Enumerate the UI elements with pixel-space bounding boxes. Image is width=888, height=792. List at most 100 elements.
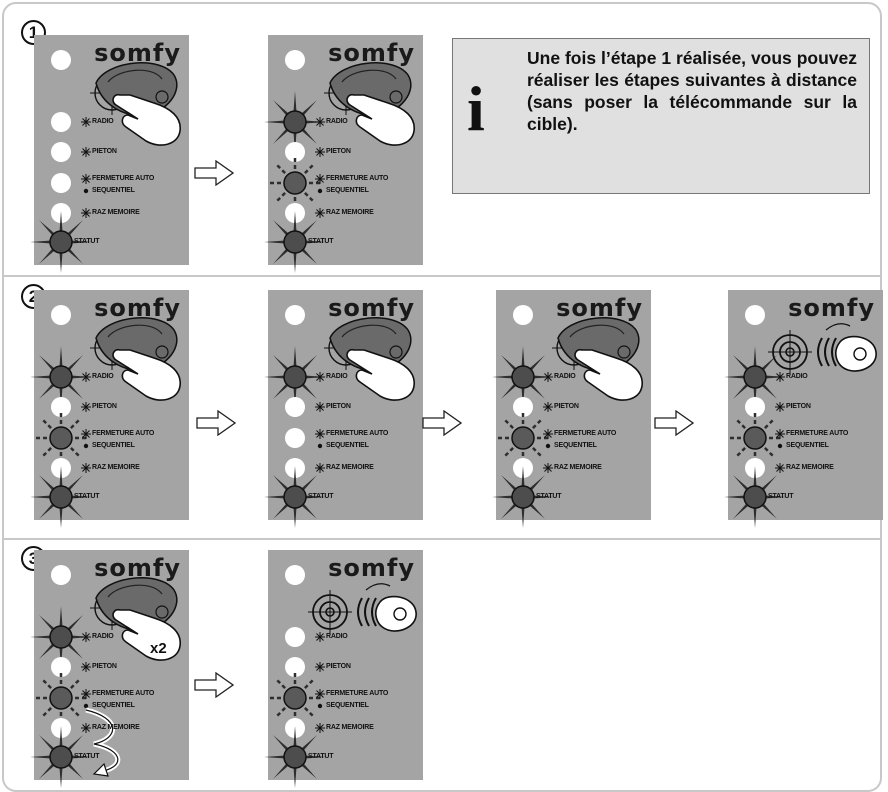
hand-icon <box>112 608 181 661</box>
target-icon <box>308 590 352 634</box>
led-blink <box>283 171 307 195</box>
led-blink-ray <box>304 678 315 689</box>
label-sequentiel: SEQUENTIEL <box>326 442 369 449</box>
sequentiel-dot <box>545 443 551 449</box>
sparkle-icon <box>543 402 553 412</box>
rotate-arrow-icon <box>85 707 121 777</box>
remote-press-icon <box>324 62 415 146</box>
led-blink-ray <box>532 447 543 458</box>
led-blink-ray <box>41 418 52 429</box>
led-blink-ray <box>304 163 315 174</box>
led-blink <box>49 426 73 450</box>
sequentiel-dot <box>317 443 323 449</box>
led-on <box>49 485 73 509</box>
led-off <box>285 627 305 647</box>
sequentiel-dot <box>83 443 89 449</box>
led-blink-ray <box>41 707 52 718</box>
sparkle-icon <box>543 463 553 473</box>
led-on <box>283 110 307 134</box>
led-on <box>49 745 73 769</box>
panel-drawing: x2 <box>30 565 181 788</box>
hand-icon <box>112 348 181 401</box>
sparkle-icon <box>315 147 325 157</box>
led-off <box>51 50 71 70</box>
label-statut: STATUT <box>308 238 334 245</box>
remote-press-icon <box>90 317 181 401</box>
led-on <box>49 230 73 254</box>
label-raz-memoire: RAZ MEMOIRE <box>326 724 374 731</box>
panel-drawing <box>264 305 415 528</box>
remote-press-icon <box>90 62 181 146</box>
led-blink-ray <box>764 418 775 429</box>
label-radio: RADIO <box>92 373 114 380</box>
label-fermeture-auto: FERMETURE AUTO <box>326 430 389 437</box>
sequentiel-dot <box>83 703 89 709</box>
led-on <box>49 625 73 649</box>
led-off <box>51 173 71 193</box>
remote-press-icon <box>552 317 643 401</box>
sparkle-icon <box>81 689 91 699</box>
somfy-logo: somfy <box>94 39 181 67</box>
led-off <box>745 305 765 325</box>
led-blink-ray <box>503 447 514 458</box>
hand-icon <box>346 93 415 146</box>
sequentiel-dot <box>317 703 323 709</box>
led-on <box>743 485 767 509</box>
separator <box>4 275 880 277</box>
led-blink-ray <box>41 678 52 689</box>
label-pieton: PIETON <box>92 403 117 410</box>
label-pieton: PIETON <box>326 403 351 410</box>
right-arrow-icon <box>194 672 234 698</box>
sequentiel-dot <box>83 188 89 194</box>
label-radio: RADIO <box>326 373 348 380</box>
led-blink-ray <box>70 418 81 429</box>
sparkle-icon <box>81 208 91 218</box>
label-statut: STATUT <box>536 493 562 500</box>
led-on <box>49 365 73 389</box>
label-sequentiel: SEQUENTIEL <box>92 702 135 709</box>
led-on <box>743 365 767 389</box>
somfy-logo: somfy <box>328 39 415 67</box>
somfy-logo: somfy <box>328 294 415 322</box>
label-radio: RADIO <box>92 633 114 640</box>
sparkle-icon <box>315 662 325 672</box>
label-sequentiel: SEQUENTIEL <box>326 702 369 709</box>
led-on <box>511 485 535 509</box>
sparkle-icon <box>315 632 325 642</box>
panel-drawing <box>724 305 877 528</box>
sequentiel-dot <box>317 188 323 194</box>
label-raz-memoire: RAZ MEMOIRE <box>92 209 140 216</box>
info-i-icon: i <box>467 73 485 144</box>
label-sequentiel: SEQUENTIEL <box>92 442 135 449</box>
hand-icon <box>346 348 415 401</box>
label-sequentiel: SEQUENTIEL <box>786 442 829 449</box>
label-fermeture-auto: FERMETURE AUTO <box>326 690 389 697</box>
somfy-logo: somfy <box>94 294 181 322</box>
signal-waves-icon <box>817 337 837 367</box>
led-off <box>513 397 533 417</box>
sparkle-icon <box>775 429 785 439</box>
label-radio: RADIO <box>786 373 808 380</box>
led-on <box>283 485 307 509</box>
led-off <box>745 397 765 417</box>
label-raz-memoire: RAZ MEMOIRE <box>326 464 374 471</box>
label-raz-memoire: RAZ MEMOIRE <box>326 209 374 216</box>
info-box: i Une fois l’étape 1 réalisée, vous pouv… <box>452 38 870 194</box>
remote-icon <box>375 595 417 632</box>
led-blink-ray <box>275 707 286 718</box>
label-sequentiel: SEQUENTIEL <box>326 187 369 194</box>
led-off <box>285 428 305 448</box>
sparkle-icon <box>81 429 91 439</box>
led-blink <box>283 686 307 710</box>
led-off <box>513 305 533 325</box>
sparkle-icon <box>315 117 325 127</box>
sparkle-icon <box>81 372 91 382</box>
info-text: Une fois l’étape 1 réalisée, vous pouvez… <box>527 48 857 134</box>
panel-drawing <box>264 50 415 273</box>
led-off <box>51 565 71 585</box>
label-pieton: PIETON <box>326 148 351 155</box>
